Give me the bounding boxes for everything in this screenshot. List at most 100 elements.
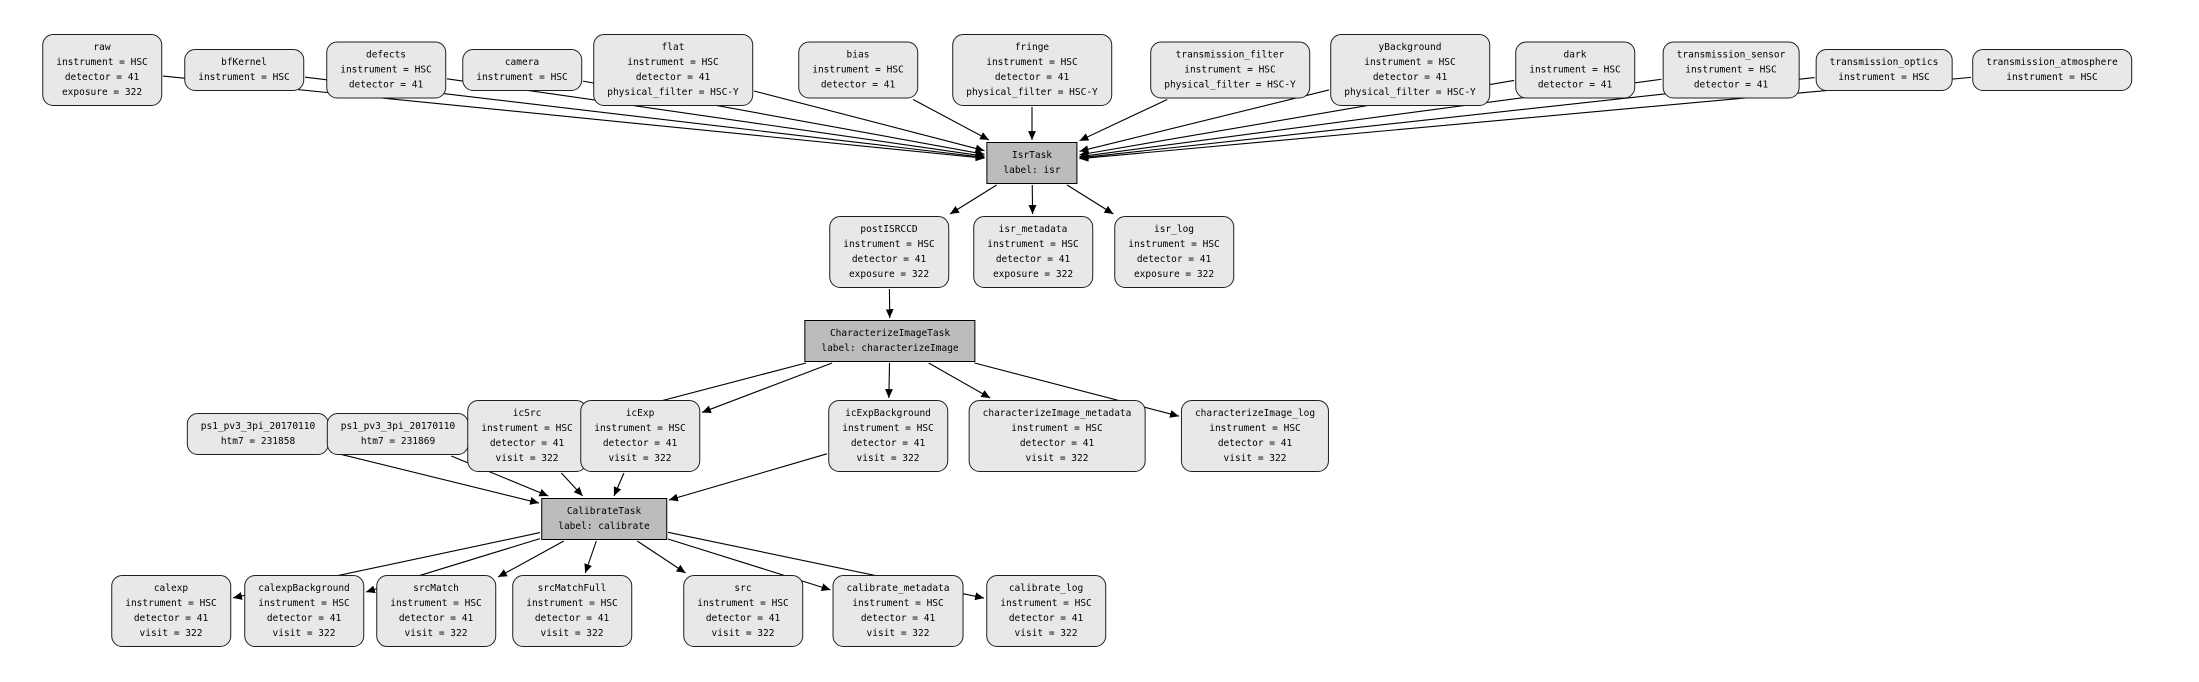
node-property: physical_filter = HSC-Y [1164,79,1296,91]
node-property: instrument = HSC [481,423,573,434]
node-title: srcMatch [413,583,459,594]
node-title: CalibrateTask [566,506,642,517]
edge-bias-to-IsrTask [912,99,990,141]
node-title: calibrate_metadata [846,583,950,594]
node-property: detector = 41 [860,613,936,624]
node-title: transmission_optics [1829,57,1939,68]
edge-CalibrateTask-to-srcMatchFull [584,540,597,574]
node-property: visit = 322 [139,628,203,639]
node-property: instrument = HSC [340,64,432,76]
node-property: label: calibrate [558,521,650,532]
node-title: postISRCCD [860,224,918,235]
node-property: instrument = HSC [594,423,686,434]
node-title: icExp [625,408,655,419]
node-property: instrument = HSC [390,598,482,609]
node-title: isr_log [1153,224,1195,235]
node-property: instrument = HSC [1364,57,1456,68]
dataset-node-isr_log: isr_log instrument = HSC detector = 41 expo… [1114,216,1234,288]
node-property: instrument = HSC [812,64,904,76]
node-property: instrument = HSC [476,72,568,83]
node-property: instrument = HSC [1838,72,1930,83]
node-property: instrument = HSC [842,423,934,434]
edge-transmission_atmosphere-to-IsrTask [1079,76,1972,162]
edge-transmission_filter-to-IsrTask [1079,99,1168,142]
node-property: physical_filter = HSC-Y [966,87,1098,98]
node-property: detector = 41 [602,438,678,449]
node-property: instrument = HSC [1685,64,1777,76]
node-title: characterizeImage_log [1194,408,1316,419]
dataset-node-characterizeImage_log: characterizeImage_log instrument = HSC det… [1180,400,1330,472]
edge-icExpBackground-to-CalibrateTask [668,453,828,502]
node-property: visit = 322 [608,453,672,464]
node-property: instrument = HSC [1128,239,1220,250]
node-property: visit = 322 [272,628,336,639]
dataset-node-icExp: icExp instrument = HSC detector = 41 visit … [580,400,700,472]
node-title: isr_metadata [998,224,1068,235]
node-property: detector = 41 [1008,613,1084,624]
node-property: visit = 322 [495,453,559,464]
node-property: instrument = HSC [56,57,148,68]
node-property: instrument = HSC [1184,64,1276,76]
node-property: exposure = 322 [1133,269,1215,280]
node-property: detector = 41 [1537,79,1613,91]
edge-yBackground-to-IsrTask [1079,89,1330,154]
node-property: visit = 322 [856,453,920,464]
node-title: defects [365,49,407,61]
node-title: calibrate_log [1008,583,1084,594]
node-property: detector = 41 [995,254,1071,265]
node-property: instrument = HSC [843,239,935,250]
edge-CharacterizeImageTask-to-characterizeImage_metadata [928,362,991,399]
edge-IsrTask-to-isr_log [1066,184,1114,215]
dataset-node-calibrate_log: calibrate_log instrument = HSC detector = … [986,575,1106,647]
edge-CalibrateTask-to-srcMatch [497,540,565,578]
node-property: detector = 41 [534,613,610,624]
node-title: flat [661,42,685,53]
edge-CalibrateTask-to-calibrate_metadata [667,538,831,591]
node-property: instrument = HSC [1209,423,1301,434]
node-property: detector = 41 [1019,438,1095,449]
node-property: instrument = HSC [1529,64,1621,76]
node-property: visit = 322 [1014,628,1078,639]
node-property: detector = 41 [1217,438,1293,449]
node-property: instrument = HSC [627,57,719,68]
edge-defects-to-IsrTask [446,78,985,159]
task-node-CalibrateTask: CalibrateTask label: calibrate [541,498,667,540]
node-title: bias [846,49,870,61]
node-title: CharacterizeImageTask [829,328,951,339]
node-property: physical_filter = HSC-Y [1344,87,1476,98]
node-property: detector = 41 [705,613,781,624]
node-title: raw [93,42,111,53]
node-property: visit = 322 [1223,453,1287,464]
node-property: instrument = HSC [2006,72,2098,83]
node-property: visit = 322 [866,628,930,639]
node-title: ps1_pv3_3pi_20170110 [200,421,316,432]
node-property: detector = 41 [1693,79,1769,91]
node-property: detector = 41 [398,613,474,624]
edge-CharacterizeImageTask-to-icExp [701,362,833,413]
dataset-node-defects: defects instrument = HSC detector = 41 [326,41,446,99]
node-property: detector = 41 [1136,254,1212,265]
node-title: camera [504,57,540,68]
node-property: detector = 41 [348,79,424,91]
node-title: fringe [1014,42,1050,53]
edge-CharacterizeImageTask-to-icExpBackground [885,362,893,399]
node-property: instrument = HSC [1000,598,1092,609]
node-property: visit = 322 [540,628,604,639]
edge-ps1_a-to-CalibrateTask [329,451,540,505]
